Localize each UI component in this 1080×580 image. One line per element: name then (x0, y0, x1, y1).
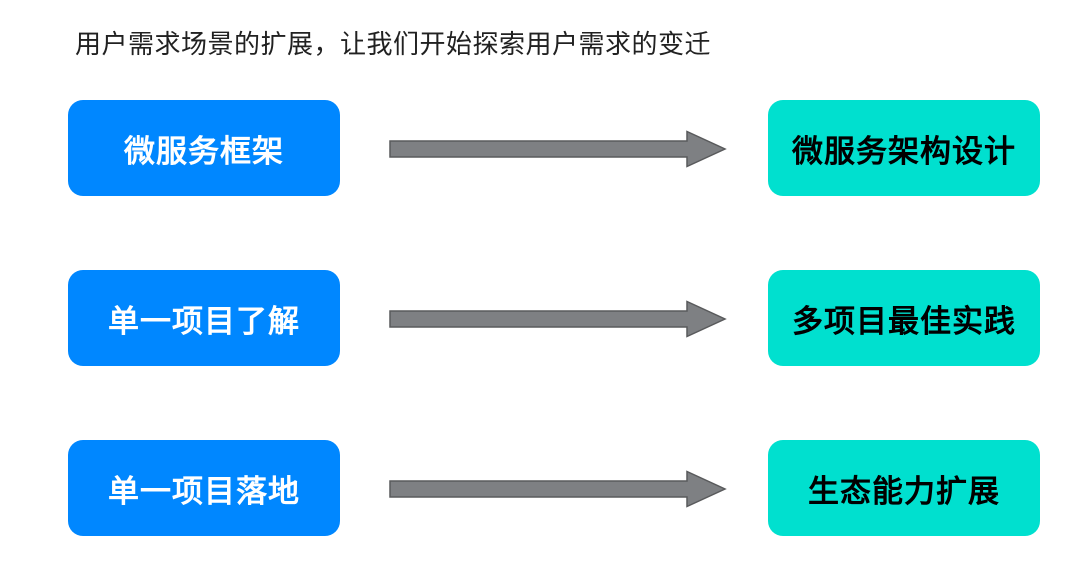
target-box-1-label: 微服务架构设计 (792, 133, 1016, 169)
slide-title: 用户需求场景的扩展，让我们开始探索用户需求的变迁 (75, 29, 712, 59)
source-box-1: 微服务框架 (68, 100, 340, 196)
target-box-2-label: 多项目最佳实践 (792, 303, 1016, 339)
source-box-3: 单一项目落地 (68, 440, 340, 536)
flow-row-3: 单一项目落地 生态能力扩展 (0, 440, 1080, 536)
target-box-3: 生态能力扩展 (768, 440, 1040, 536)
right-arrow-icon (389, 300, 727, 338)
source-box-2: 单一项目了解 (68, 270, 340, 366)
source-box-2-label: 单一项目了解 (108, 303, 300, 339)
source-box-3-label: 单一项目落地 (108, 473, 300, 509)
target-box-3-label: 生态能力扩展 (808, 473, 1000, 509)
right-arrow-icon (389, 130, 727, 168)
source-box-1-label: 微服务框架 (124, 133, 284, 169)
target-box-1: 微服务架构设计 (768, 100, 1040, 196)
flow-row-2: 单一项目了解 多项目最佳实践 (0, 270, 1080, 366)
flow-row-1: 微服务框架 微服务架构设计 (0, 100, 1080, 196)
right-arrow-icon (389, 470, 727, 508)
target-box-2: 多项目最佳实践 (768, 270, 1040, 366)
